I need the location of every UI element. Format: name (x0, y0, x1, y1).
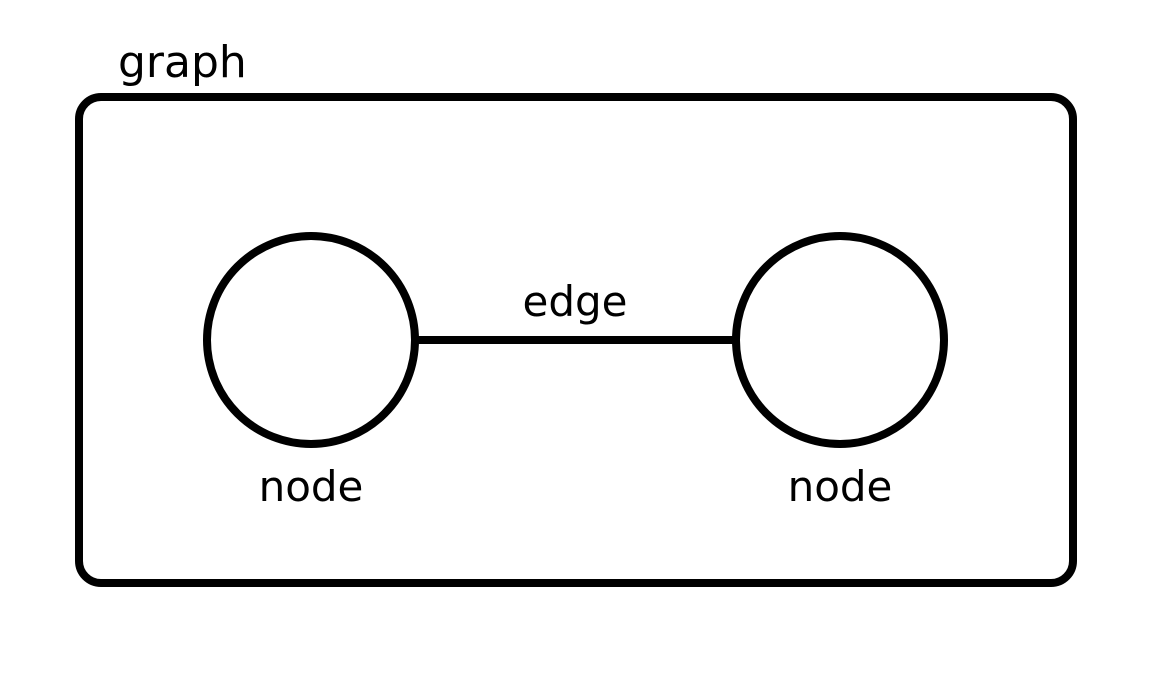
node-left (203, 232, 419, 448)
edge-label: edge (523, 277, 628, 326)
graph-container (75, 93, 1077, 587)
graph-label: graph (118, 37, 247, 88)
node-right-label: node (788, 462, 893, 511)
node-right (732, 232, 948, 448)
node-left-label: node (259, 462, 364, 511)
